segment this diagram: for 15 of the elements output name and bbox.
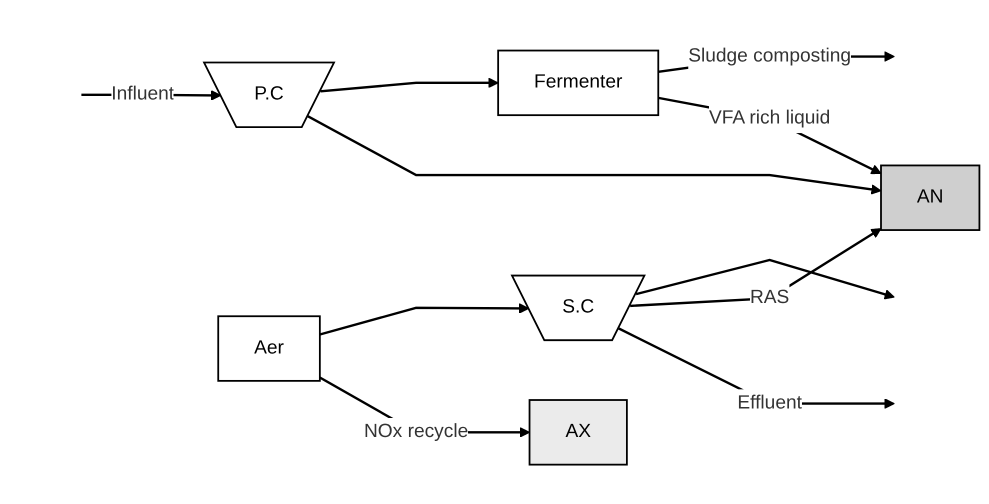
edge-label: VFA rich liquid: [708, 108, 830, 129]
arrow: [658, 97, 882, 174]
edge-label: NOx recycle: [364, 422, 468, 442]
edge-label: RAS: [750, 288, 790, 308]
arrow: [636, 259, 895, 300]
arrow: [320, 304, 530, 336]
edge-label: Effluent: [737, 393, 802, 414]
arrow: [307, 116, 882, 196]
node-box: Fermenter: [497, 50, 660, 116]
edge-label: Sludge composting: [688, 46, 852, 66]
edge-label: Influent: [111, 84, 174, 105]
node-box: AN: [880, 164, 980, 232]
arrow: [320, 78, 499, 93]
node-box: Aer: [217, 316, 321, 382]
node-box: AX: [528, 400, 628, 466]
